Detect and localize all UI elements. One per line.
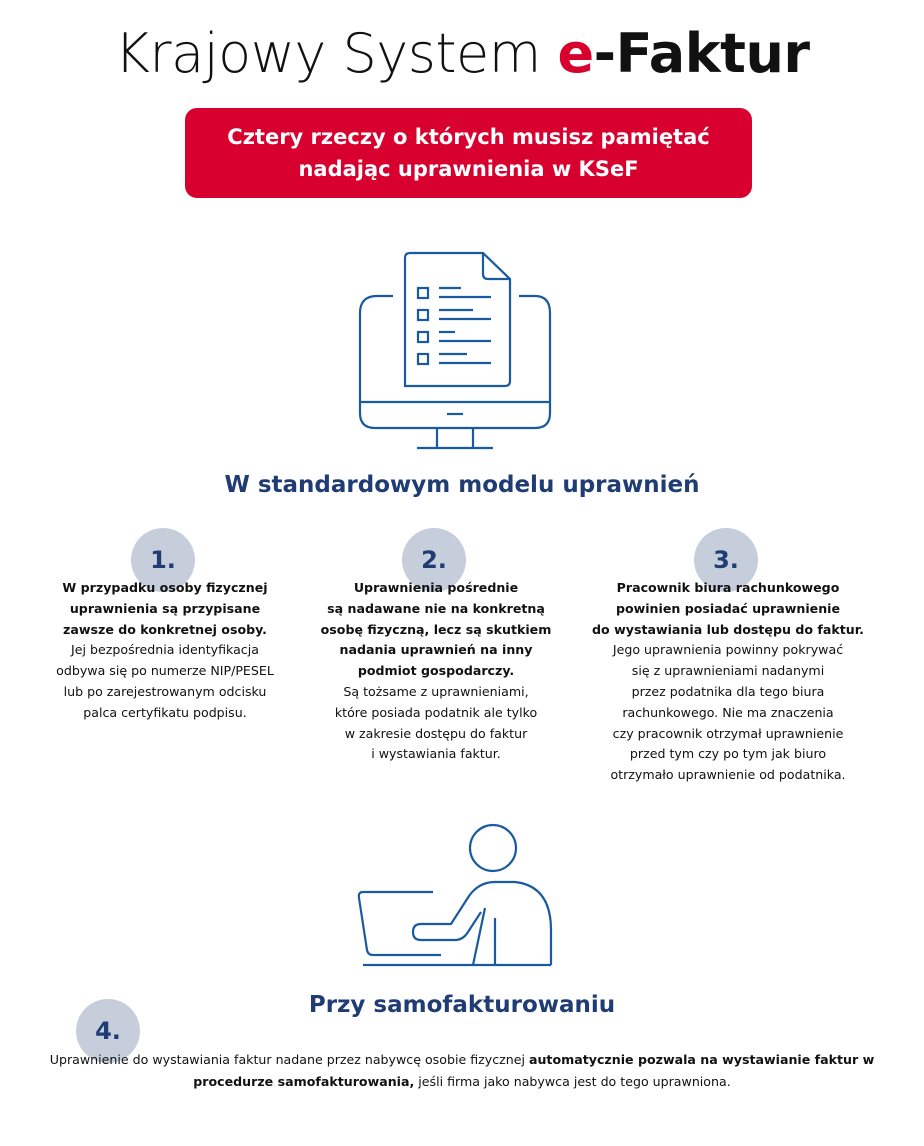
banner-line-1: Cztery rzeczy o których musisz pamiętać bbox=[227, 125, 710, 149]
item-line: czy pracownik otrzymał uprawnienie bbox=[612, 725, 844, 741]
number-badge-4: 4. bbox=[76, 999, 140, 1063]
banner-line-2: nadając uprawnienia w KSeF bbox=[298, 157, 639, 181]
item-line: otrzymało uprawnienie od podatnika. bbox=[610, 767, 846, 783]
item-line: przez podatnika dla tego biura bbox=[631, 683, 825, 699]
item-bold-line: do wystawiania lub dostępu do faktur. bbox=[592, 621, 864, 637]
item-line: przed tym czy po tym jak biuro bbox=[629, 746, 827, 762]
item-line: w zakresie dostępu do faktur bbox=[344, 725, 528, 741]
item-bold-line: podmiot gospodarczy. bbox=[357, 663, 515, 679]
item-line: rachunkowego. Nie ma znaczenia bbox=[622, 704, 834, 720]
number-badge-3: 3. bbox=[694, 528, 758, 592]
item-1-text: W przypadku osoby fizycznej uprawnienia s… bbox=[20, 578, 310, 724]
person-at-laptop-icon bbox=[357, 823, 553, 967]
item-bold-line: W przypadku osoby fizycznej bbox=[62, 580, 268, 595]
item-line: które posiada podatnik ale tylko bbox=[334, 704, 538, 720]
item-bold-line: powinien posiadać uprawnienie bbox=[615, 600, 841, 616]
item-bold-line: uprawnienia są przypisane bbox=[69, 600, 261, 616]
page-title: Krajowy System e-Faktur bbox=[0, 22, 924, 85]
item-line: Jej bezpośrednia identyfikacja bbox=[71, 642, 259, 658]
item-bold-line: osobę fizyczną, lecz są skutkiem bbox=[320, 621, 552, 637]
section-heading-selfbilling: Przy samofakturowaniu bbox=[308, 992, 616, 1018]
subtitle-banner: Cztery rzeczy o których musisz pamiętać … bbox=[185, 108, 752, 198]
item-2-text: Uprawnienia pośrednie są nadawane nie na … bbox=[291, 578, 581, 765]
number-badge-2: 2. bbox=[402, 528, 466, 592]
item-line: lub po zarejestrowanym odcisku bbox=[63, 683, 267, 699]
item-bold-line: Uprawnienia pośrednie bbox=[353, 580, 519, 595]
item-bold-line: nadania uprawnień na inny bbox=[339, 642, 533, 658]
title-prefix: Krajowy System bbox=[114, 22, 558, 85]
monitor-document-checklist-icon bbox=[358, 251, 552, 450]
item-line: Są tożsame z uprawnieniami, bbox=[343, 683, 529, 699]
item-line: się z uprawnieniami nadanymi bbox=[631, 663, 825, 679]
item-line: i wystawiania faktur. bbox=[371, 746, 501, 762]
item-3-text: Pracownik biura rachunkowego powinien pos… bbox=[583, 578, 873, 786]
title-e: e bbox=[557, 22, 595, 85]
item-line: odbywa się po numerze NIP/PESEL bbox=[56, 663, 274, 679]
number-badge-1: 1. bbox=[131, 528, 195, 592]
selfbilling-text-part1: Uprawnienie do wystawiania faktur nadane… bbox=[49, 1052, 529, 1067]
selfbilling-text: Uprawnienie do wystawiania faktur nadane… bbox=[40, 1049, 884, 1093]
selfbilling-text-bold: automatycznie pozwala na wystawianie fak… bbox=[193, 1052, 875, 1089]
item-bold-line: Pracownik biura rachunkowego bbox=[616, 580, 840, 595]
item-line: palca certyfikatu podpisu. bbox=[83, 704, 247, 720]
item-bold-line: są nadawane nie na konkretną bbox=[327, 600, 545, 616]
section-heading-standard: W standardowym modelu uprawnień bbox=[224, 472, 700, 498]
selfbilling-text-part2: jeśli firma jako nabywca jest do tego up… bbox=[414, 1074, 731, 1089]
item-line: Jego uprawnienia powinny pokrywać bbox=[612, 642, 844, 658]
title-suffix: -Faktur bbox=[593, 22, 810, 85]
item-bold-line: zawsze do konkretnej osoby. bbox=[63, 621, 267, 637]
